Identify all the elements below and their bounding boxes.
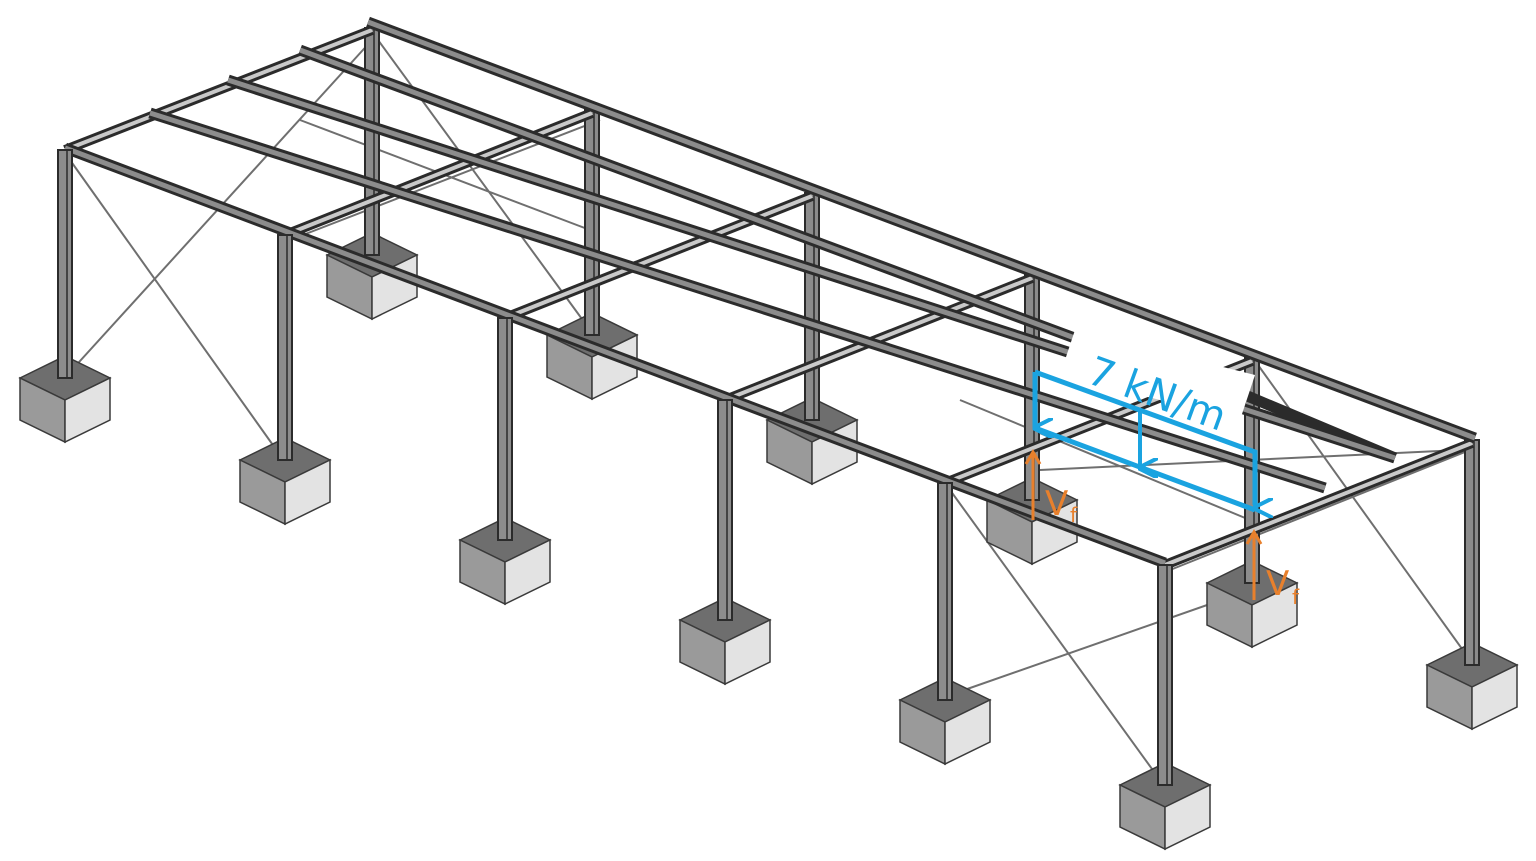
steel-column [804, 192, 820, 421]
svg-text:f: f [1070, 503, 1078, 527]
footing-face [724, 618, 771, 686]
steel-column [937, 482, 953, 701]
reaction-label-1: V [1045, 484, 1068, 524]
footing-face [504, 538, 551, 606]
steel-column [1157, 564, 1173, 786]
steel-column [57, 149, 73, 379]
footing-face [284, 458, 331, 526]
footing-face [1164, 783, 1211, 851]
load-label-background [1060, 330, 1255, 420]
footing-face [591, 333, 638, 401]
svg-text:f: f [1292, 585, 1300, 609]
footing-face [1471, 663, 1518, 731]
columns-front [57, 149, 1173, 786]
reaction-label-2: V [1266, 564, 1289, 604]
footing-face [1251, 581, 1298, 649]
steel-column [364, 27, 380, 256]
steel-column [584, 109, 600, 336]
steel-column [717, 399, 733, 621]
footing-face [944, 698, 991, 766]
footing-face [64, 376, 111, 444]
footing-face [1031, 498, 1078, 566]
reaction-2: V f [1245, 529, 1300, 609]
steel-column [497, 317, 513, 541]
steel-column [1464, 439, 1480, 666]
footing-face [811, 418, 858, 486]
reaction-1: V f [1024, 449, 1078, 527]
distributed-load: 7 kN/m [1032, 330, 1255, 510]
steel-column [277, 234, 293, 461]
